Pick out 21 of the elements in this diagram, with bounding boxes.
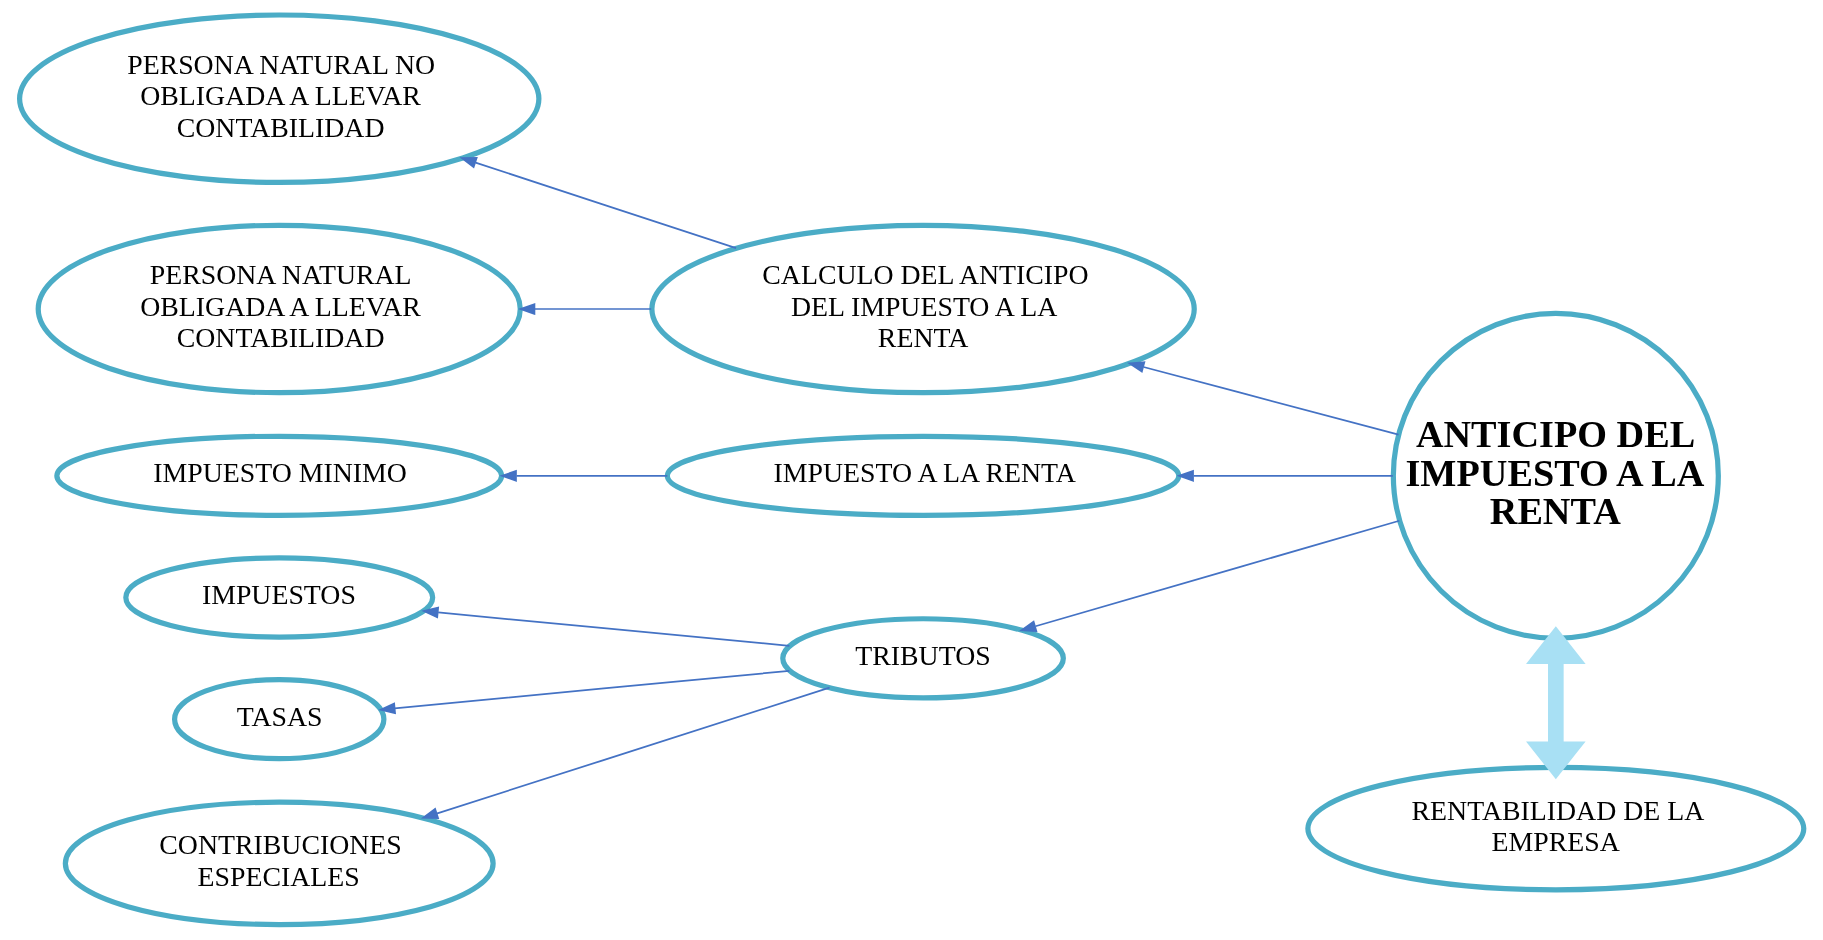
arrow xyxy=(1126,361,1399,436)
arrow xyxy=(498,469,668,482)
node-ellipse: TASAS xyxy=(171,677,386,762)
arrow xyxy=(1176,469,1394,482)
node-ellipse: IMPUESTO A LA RENTA xyxy=(664,433,1181,518)
node-ellipse: IMPUESTOS xyxy=(122,555,435,640)
node-circle: ANTICIPO DEL IMPUESTO A LA RENTA xyxy=(1390,310,1721,641)
node-ellipse: PERSONA NATURAL OBLIGADA A LLEVAR CONTABILIDAD xyxy=(35,222,523,396)
node-ellipse: CALCULO DEL ANTICIPO DEL IMPUESTO A LA RENTA xyxy=(648,222,1197,396)
node-ellipse: PERSONA NATURAL NO OBLIGADA A LLEVAR CONTABILIDAD xyxy=(16,12,541,186)
arrow xyxy=(1525,626,1586,780)
node-ellipse: CONTRIBUCIONES ESPECIALES xyxy=(62,799,496,928)
arrow xyxy=(420,606,790,647)
node-ellipse: RENTABILIDAD DE LA EMPRESA xyxy=(1304,764,1806,893)
node-ellipse: TRIBUTOS xyxy=(779,616,1066,701)
arrow xyxy=(420,686,830,820)
node-ellipse: IMPUESTO MINIMO xyxy=(53,433,504,518)
arrow xyxy=(1018,519,1400,632)
arrow xyxy=(517,302,652,316)
arrow xyxy=(458,156,737,250)
arrow xyxy=(377,669,790,715)
